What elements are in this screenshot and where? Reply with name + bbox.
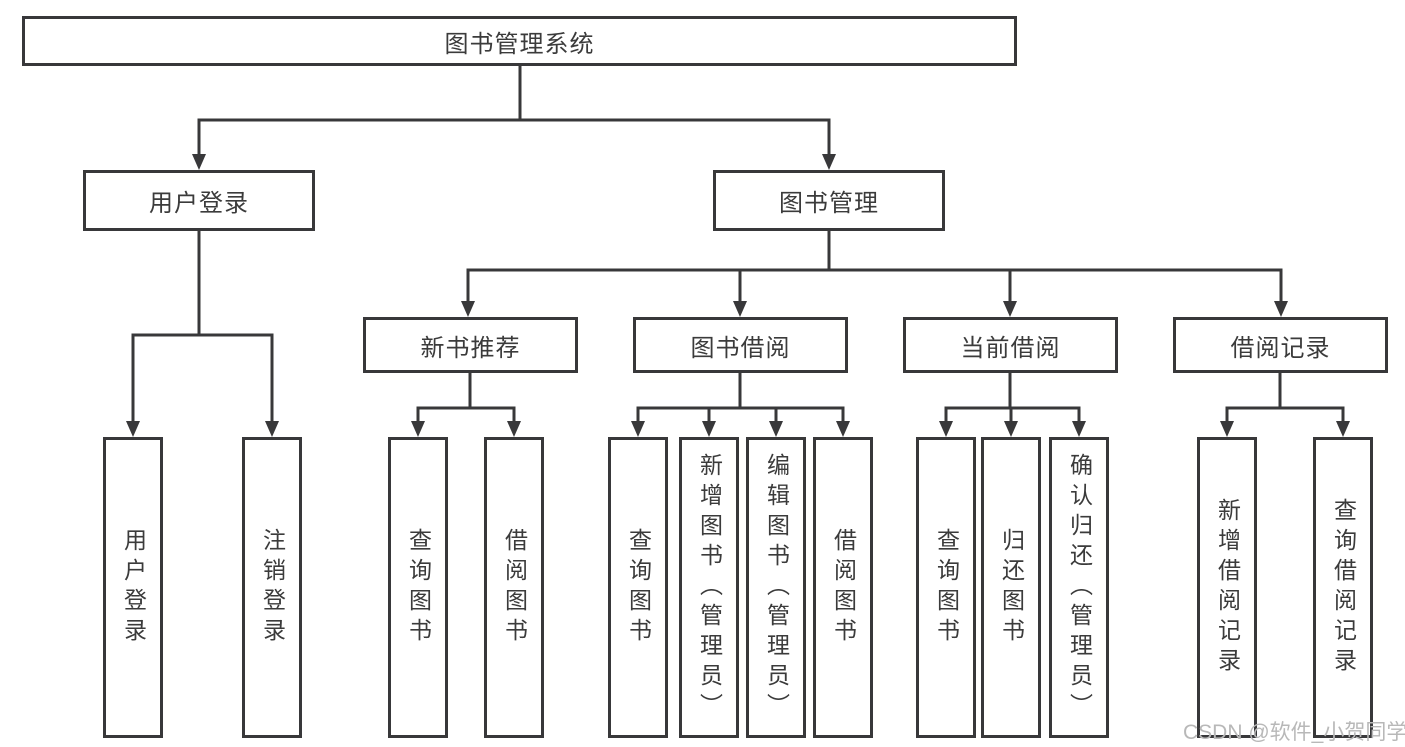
node-label: 查询图书	[625, 527, 652, 648]
arrow-down-icon	[769, 421, 783, 437]
node-label: 借阅记录	[1230, 334, 1331, 362]
node-query-books-leaf: 查询图书	[916, 437, 976, 738]
node-query-books-leaf: 查询图书	[388, 437, 448, 738]
node-label: 借阅图书	[830, 527, 857, 648]
node-current-borrowing: 当前借阅	[903, 317, 1118, 373]
arrow-down-icon	[1003, 301, 1017, 317]
connector-user-login-children	[131, 231, 274, 425]
arrow-down-icon	[733, 301, 747, 317]
connector-book-borrowing-children	[636, 373, 845, 425]
node-label: 图书借阅	[690, 334, 791, 362]
node-label: 编辑图书（管理员）	[763, 452, 790, 723]
node-confirm-return-admin-leaf: 确认归还（管理员）	[1049, 437, 1109, 738]
node-label: 当前借阅	[960, 334, 1061, 362]
arrow-down-icon	[126, 421, 140, 437]
node-label: 图书管理	[779, 190, 879, 217]
node-user-login: 用户登录	[83, 170, 315, 231]
node-label: 查询借阅记录	[1330, 497, 1357, 678]
node-add-borrow-record-leaf: 新增借阅记录	[1197, 437, 1257, 738]
node-logout-leaf: 注销登录	[242, 437, 302, 738]
watermark: CSDN @软件_小贺同学	[1183, 721, 1405, 744]
connector-new-book-children	[416, 373, 516, 425]
node-borrow-books-leaf: 借阅图书	[484, 437, 544, 738]
connector-current-borrowing-children	[944, 373, 1081, 425]
arrow-down-icon	[265, 421, 279, 437]
connector-borrow-records-children	[1225, 373, 1345, 425]
node-label: 确认归还（管理员）	[1066, 452, 1093, 723]
arrow-down-icon	[836, 421, 850, 437]
node-borrow-books-leaf: 借阅图书	[813, 437, 873, 738]
node-label: 借阅图书	[501, 527, 528, 648]
node-edit-book-admin-leaf: 编辑图书（管理员）	[746, 437, 806, 738]
node-label: 图书管理系统	[444, 30, 595, 58]
arrow-down-icon	[1220, 421, 1234, 437]
node-new-book-recommendation: 新书推荐	[363, 317, 578, 373]
node-label: 用户登录	[149, 190, 249, 217]
connector-root-to-level2	[197, 66, 831, 158]
arrow-down-icon	[1336, 421, 1350, 437]
arrow-down-icon	[192, 154, 206, 170]
node-label: 归还图书	[998, 527, 1025, 648]
arrow-down-icon	[822, 154, 836, 170]
node-label: 用户登录	[120, 527, 147, 648]
node-library-management-system: 图书管理系统	[22, 16, 1017, 66]
node-label: 注销登录	[259, 527, 286, 648]
node-book-management: 图书管理	[713, 170, 945, 231]
node-user-login-leaf: 用户登录	[103, 437, 163, 738]
node-query-books-leaf: 查询图书	[608, 437, 668, 738]
arrow-down-icon	[939, 421, 953, 437]
node-label: 新增借阅记录	[1214, 497, 1241, 678]
arrow-down-icon	[631, 421, 645, 437]
arrow-down-icon	[461, 301, 475, 317]
node-return-books-leaf: 归还图书	[981, 437, 1041, 738]
arrow-down-icon	[507, 421, 521, 437]
node-label: 新书推荐	[420, 334, 521, 362]
node-add-book-admin-leaf: 新增图书（管理员）	[679, 437, 739, 738]
arrowheads	[126, 154, 1350, 437]
arrow-down-icon	[702, 421, 716, 437]
arrow-down-icon	[1072, 421, 1086, 437]
node-label: 新增图书（管理员）	[696, 452, 723, 723]
arrow-down-icon	[1274, 301, 1288, 317]
arrow-down-icon	[1004, 421, 1018, 437]
node-label: 查询图书	[933, 527, 960, 648]
arrow-down-icon	[411, 421, 425, 437]
connector-book-mgmt-children	[466, 231, 1283, 305]
node-borrowing-records: 借阅记录	[1173, 317, 1388, 373]
node-label: 查询图书	[405, 527, 432, 648]
node-book-borrowing: 图书借阅	[633, 317, 848, 373]
node-query-borrow-record-leaf: 查询借阅记录	[1313, 437, 1373, 738]
